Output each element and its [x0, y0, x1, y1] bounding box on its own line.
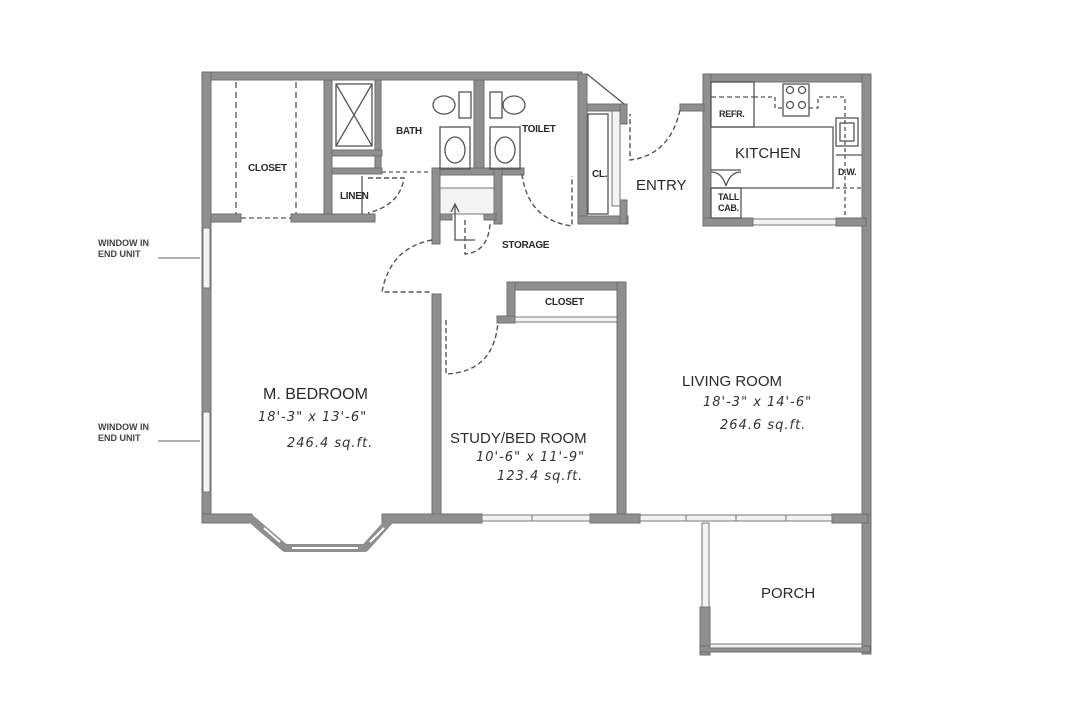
- door-linen-swing: [367, 177, 405, 214]
- living-room-dimensions: 18'-3" x 14'-6": [703, 395, 813, 410]
- wall-shower-bottom: [331, 149, 383, 157]
- window-living-3: [735, 514, 787, 522]
- label-entry: ENTRY: [636, 177, 687, 194]
- wall-bottom-right: [831, 513, 869, 524]
- wall-kitchen-left: [702, 73, 712, 227]
- wall-study-closet-top: [506, 281, 626, 291]
- label-closet-study: CLOSET: [545, 297, 584, 308]
- window-study-1: [481, 514, 533, 522]
- door-entry-swing: [629, 109, 681, 161]
- master-bedroom-name: M. BEDROOM: [263, 386, 368, 403]
- door-bath-swing: [381, 239, 433, 293]
- wall-bath-toilet: [473, 79, 485, 173]
- label-linen: LINEN: [340, 191, 369, 202]
- wall-cl-bottom: [577, 215, 629, 225]
- storage-door: [439, 187, 495, 215]
- wall-toilet-right: [577, 73, 588, 225]
- label-toilet: TOILET: [522, 124, 556, 135]
- study-closet-door: [514, 316, 618, 323]
- wall-closet-bath: [323, 79, 333, 223]
- window-living-4: [785, 514, 833, 522]
- label-storage: STORAGE: [502, 240, 550, 251]
- wall-bottom-left: [201, 513, 253, 524]
- master-bedroom-dimensions: 18'-3" x 13'-6": [258, 410, 368, 425]
- wall-storage-lip-2: [483, 213, 497, 221]
- wall-closet-bottom: [210, 213, 242, 223]
- label-kitchen: KITCHEN: [735, 145, 801, 162]
- window-living-1: [639, 514, 687, 522]
- wall-study-right: [616, 281, 627, 523]
- study-dimensions: 10'-6" x 11'-9": [476, 450, 586, 465]
- wall-bottom-mid2: [589, 513, 641, 524]
- window-note-2: WINDOW IN END UNIT: [98, 422, 149, 444]
- window-note-2-line1: WINDOW IN: [98, 422, 149, 432]
- wall-cl-right-2: [619, 199, 628, 225]
- wall-storage-lip: [439, 213, 453, 221]
- entry-closet-door: [611, 110, 621, 207]
- window-left-upper: [202, 227, 211, 289]
- window-note-2-line2: END UNIT: [98, 433, 141, 443]
- wall-top: [201, 71, 583, 81]
- wall-storage-left: [431, 167, 441, 245]
- label-tall-cab-2: CAB.: [718, 203, 739, 213]
- wall-kitchen-bottom: [702, 217, 754, 227]
- label-refrigerator: REFR.: [719, 109, 745, 119]
- window-porch-bottom: [709, 643, 863, 649]
- wall-bottom-mid: [381, 513, 483, 524]
- window-study-2: [531, 514, 591, 522]
- window-left-lower: [202, 411, 211, 493]
- wall-linen-top: [331, 167, 383, 175]
- master-bedroom-area: 246.4 sq.ft.: [287, 436, 374, 451]
- door-storage-swing: [464, 220, 491, 255]
- wall-kitchen-top: [702, 73, 872, 83]
- wall-cl-right: [619, 103, 628, 125]
- bay-window-wall: [247, 514, 395, 552]
- label-tall-cab-1: TALL: [718, 192, 740, 202]
- wall-entry-stub: [679, 103, 705, 112]
- door-toilet-swing: [521, 173, 573, 227]
- window-note-1-line1: WINDOW IN: [98, 238, 149, 248]
- study-area: 123.4 sq.ft.: [497, 469, 584, 484]
- wall-study-left: [431, 293, 442, 523]
- window-living-2: [685, 514, 737, 522]
- window-kitchen: [752, 218, 837, 226]
- living-room-area: 264.6 sq.ft.: [720, 418, 807, 433]
- wall-kitchen-bottom-2: [835, 217, 867, 227]
- window-note-1: WINDOW IN END UNIT: [98, 238, 149, 260]
- door-study-swing: [445, 320, 499, 375]
- wall-right: [861, 73, 872, 655]
- label-entry-closet: CL.: [592, 169, 608, 180]
- wall-linen-bottom: [290, 213, 376, 223]
- label-porch: PORCH: [761, 585, 816, 602]
- window-note-1-line2: END UNIT: [98, 249, 141, 259]
- living-room-name: LIVING ROOM: [682, 373, 783, 390]
- label-bath: BATH: [396, 126, 422, 137]
- window-porch-side: [701, 522, 710, 608]
- wall-study-closet-stub: [496, 315, 516, 324]
- label-dishwasher: D.W.: [838, 167, 857, 177]
- label-closet-master: CLOSET: [248, 163, 287, 174]
- study-name: STUDY/BED ROOM: [450, 430, 587, 447]
